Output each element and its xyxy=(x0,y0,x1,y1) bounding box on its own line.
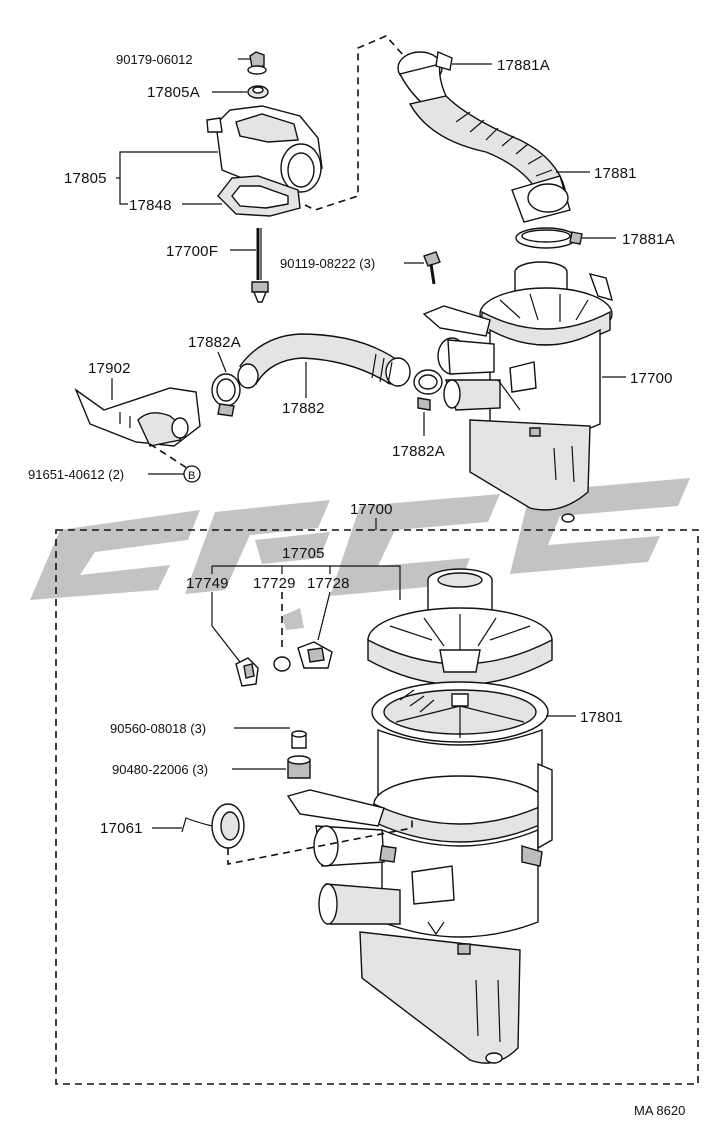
dashed-link-cap-hose xyxy=(304,35,405,211)
label-17061: 17061 xyxy=(100,820,143,837)
label-17882: 17882 xyxy=(282,400,325,417)
label-17805: 17805 xyxy=(64,170,107,187)
label-90119: 90119-08222 (3) xyxy=(280,256,375,271)
label-17881a-bottom: 17881A xyxy=(622,231,675,248)
valve-17728 xyxy=(297,641,333,669)
label-17882a-left: 17882A xyxy=(188,334,241,351)
leader-17882a-left xyxy=(217,351,227,373)
dashed-link-sensor xyxy=(227,816,413,865)
nut-90179 xyxy=(247,51,267,75)
sensor-17061 xyxy=(181,803,245,849)
air-cleaner-assembly-17700-top xyxy=(422,261,614,523)
label-90179: 90179-06012 xyxy=(116,52,193,67)
label-17882a-right: 17882A xyxy=(392,443,445,460)
label-17805a: 17805A xyxy=(147,84,200,101)
marker-b-letter: B xyxy=(188,470,195,482)
circled-letter-marker-icon xyxy=(183,465,201,483)
label-17848: 17848 xyxy=(129,197,172,214)
label-17700-top: 17700 xyxy=(630,370,673,387)
label-17902: 17902 xyxy=(88,360,131,377)
spacer-90480 xyxy=(287,755,311,779)
exploded-view-frame xyxy=(55,529,699,1085)
hose-clamp-17882a-right xyxy=(413,369,443,411)
footer-code: MA 8620 xyxy=(634,1103,685,1118)
label-17801: 17801 xyxy=(580,709,623,726)
gasket-17848 xyxy=(217,175,301,217)
valve-17749 xyxy=(235,657,259,687)
label-17728: 17728 xyxy=(307,575,350,592)
dashed-link-bracket-marker xyxy=(149,443,191,471)
label-17729: 17729 xyxy=(253,575,296,592)
hose-clamp-17882a-left xyxy=(211,373,241,417)
air-cleaner-cover-17705 xyxy=(367,568,553,686)
grommet-17805a xyxy=(247,85,269,99)
air-cleaner-housing xyxy=(286,728,553,1064)
hose-clamp-17881a-bottom xyxy=(515,227,583,249)
bracket-17805 xyxy=(119,151,128,205)
label-17881: 17881 xyxy=(594,165,637,182)
air-hose-17882 xyxy=(237,333,411,389)
intake-hose-17881 xyxy=(397,50,571,223)
label-17700f: 17700F xyxy=(166,243,218,260)
stud-17700f xyxy=(251,228,269,303)
label-90480: 90480-22006 (3) xyxy=(112,762,208,777)
spacer-90560 xyxy=(291,730,307,749)
label-17700-box: 17700 xyxy=(350,501,393,518)
label-17749: 17749 xyxy=(186,575,229,592)
washer-17729 xyxy=(273,656,291,672)
label-17881a-top: 17881A xyxy=(497,57,550,74)
leader-17749-b xyxy=(211,625,241,663)
bracket-17705 xyxy=(212,565,401,600)
label-17705: 17705 xyxy=(282,545,325,562)
air-cleaner-cap-17805 xyxy=(206,105,323,193)
filter-element-17801 xyxy=(371,681,549,743)
bolt-90119 xyxy=(423,251,441,285)
label-91651: 91651-40612 (2) xyxy=(28,467,124,482)
bracket-17902 xyxy=(74,387,201,447)
label-90560: 90560-08018 (3) xyxy=(110,721,206,736)
leader-17728 xyxy=(317,591,331,641)
